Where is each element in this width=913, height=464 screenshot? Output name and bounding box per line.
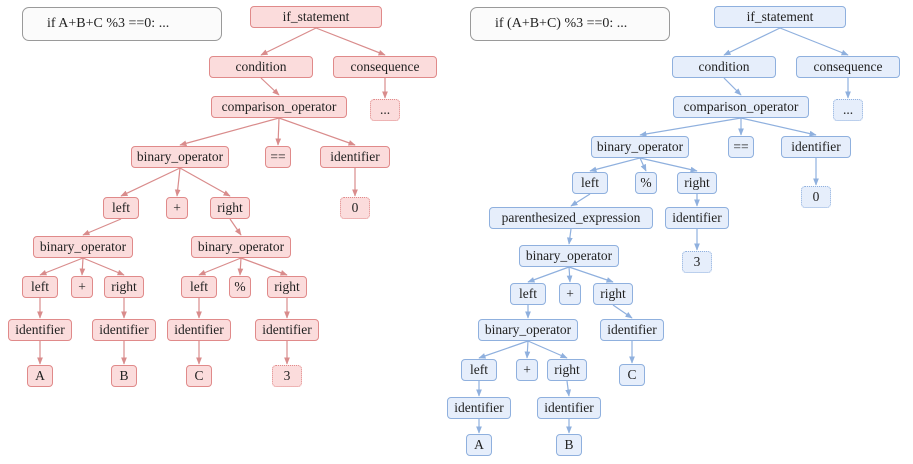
- right-node-idA: identifier: [447, 397, 511, 419]
- left-edge-bin3-m3: [237, 257, 244, 276]
- left-edge-bin3-l3: [198, 257, 242, 276]
- left-node-id0: identifier: [320, 146, 390, 168]
- left-node-bin3: binary_operator: [191, 236, 291, 258]
- right-node-dots: ...: [833, 99, 863, 121]
- left-node-r2: right: [104, 276, 144, 298]
- right-node-l2: left: [510, 283, 546, 305]
- right-edge-r2-idC: [612, 304, 633, 319]
- right-edge-bin1-r1: [639, 157, 698, 173]
- left-node-zero: 0: [340, 197, 370, 219]
- right-node-r3: right: [547, 359, 587, 381]
- left-node-m3: %: [229, 276, 251, 298]
- left-node-idC: identifier: [167, 319, 231, 341]
- right-node-three: 3: [682, 251, 712, 273]
- right-edge-bin3-p3: [524, 340, 531, 359]
- right-node-bin1: binary_operator: [591, 136, 689, 158]
- right-node-bin2: binary_operator: [519, 245, 619, 267]
- right-node-cons: consequence: [796, 56, 900, 78]
- left-edge-cmp-id0: [278, 117, 356, 146]
- left-node-bin2: binary_operator: [33, 236, 133, 258]
- left-node-cons: consequence: [333, 56, 437, 78]
- left-edge-bin3-r3: [240, 257, 288, 276]
- right-code-snippet: if (A+B+C) %3 ==0: ...: [470, 7, 670, 41]
- left-edge-bin2-p2: [79, 257, 86, 276]
- left-node-three: 3: [272, 365, 302, 387]
- right-edge-cmp-bin1: [639, 117, 742, 137]
- right-node-l3: left: [461, 359, 497, 381]
- left-edge-cmp-eq: [275, 117, 282, 146]
- left-edge-cond-cmp: [260, 77, 280, 96]
- left-node-p1: +: [166, 197, 188, 219]
- right-edge-bin1-m1: [639, 157, 647, 172]
- right-edge-bin2-p2: [566, 266, 573, 283]
- right-node-eq: ==: [728, 136, 754, 158]
- right-edge-if-cons: [779, 27, 849, 56]
- left-edge-bin2-r2: [82, 257, 125, 276]
- right-node-id0: identifier: [781, 136, 851, 158]
- right-node-par: parenthesized_expression: [489, 207, 653, 229]
- right-edge-bin3-l3: [478, 340, 529, 359]
- left-edge-if-cons: [315, 27, 386, 56]
- right-edge-cond-cmp: [723, 77, 742, 96]
- right-node-cmp: comparison_operator: [673, 96, 809, 118]
- left-node-idA: identifier: [8, 319, 72, 341]
- left-edge-l1-bin2: [82, 218, 122, 236]
- left-node-l1: left: [103, 197, 139, 219]
- right-node-cond: condition: [672, 56, 776, 78]
- left-node-p2: +: [71, 276, 93, 298]
- left-node-l2: left: [22, 276, 58, 298]
- right-node-p3: +: [516, 359, 538, 381]
- right-node-p2: +: [559, 283, 581, 305]
- right-node-r1: right: [677, 172, 717, 194]
- right-node-zero: 0: [801, 186, 831, 208]
- right-node-A: A: [466, 434, 492, 456]
- right-edge-if-cond: [723, 27, 781, 56]
- left-node-r1: right: [210, 197, 250, 219]
- right-node-l1: left: [572, 172, 608, 194]
- left-edge-if-cond: [260, 27, 317, 56]
- right-node-r2: right: [593, 283, 633, 305]
- left-node-dots: ...: [370, 99, 400, 121]
- right-edge-par-bin2: [567, 228, 573, 245]
- right-node-id3: identifier: [665, 207, 729, 229]
- left-node-cond: condition: [209, 56, 313, 78]
- left-edge-cmp-bin1: [179, 117, 280, 147]
- left-node-id3: identifier: [255, 319, 319, 341]
- left-node-r3: right: [267, 276, 307, 298]
- right-edge-bin3-r3: [527, 340, 568, 359]
- left-node-bin1: binary_operator: [131, 146, 229, 168]
- right-node-idC: identifier: [600, 319, 664, 341]
- left-edge-r1-bin3: [229, 218, 242, 236]
- right-edge-bin1-l1: [589, 157, 641, 173]
- left-node-B: B: [111, 365, 137, 387]
- right-node-if: if_statement: [714, 6, 846, 28]
- left-node-eq: ==: [265, 146, 291, 168]
- left-node-l3: left: [181, 276, 217, 298]
- right-node-C: C: [619, 364, 645, 386]
- left-node-A: A: [27, 365, 53, 387]
- right-node-bin3: binary_operator: [478, 319, 578, 341]
- right-edge-l1-par: [570, 193, 591, 207]
- left-edge-bin1-r1: [179, 167, 231, 197]
- right-edge-cmp-id0: [740, 117, 817, 137]
- left-code-snippet: if A+B+C %3 ==0: ...: [22, 7, 222, 41]
- left-edge-bin1-l1: [120, 167, 181, 197]
- right-edge-bin2-l2: [527, 266, 570, 283]
- right-edge-bin2-r2: [568, 266, 614, 283]
- left-node-C: C: [186, 365, 212, 387]
- left-node-idB: identifier: [92, 319, 156, 341]
- left-node-cmp: comparison_operator: [211, 96, 347, 118]
- right-edge-r3-idB: [565, 380, 571, 397]
- left-edge-bin2-l2: [39, 257, 84, 276]
- left-edge-bin1-p1: [174, 167, 181, 197]
- right-node-m1: %: [635, 172, 657, 194]
- left-node-if: if_statement: [250, 6, 382, 28]
- right-node-idB: identifier: [537, 397, 601, 419]
- right-node-B: B: [556, 434, 582, 456]
